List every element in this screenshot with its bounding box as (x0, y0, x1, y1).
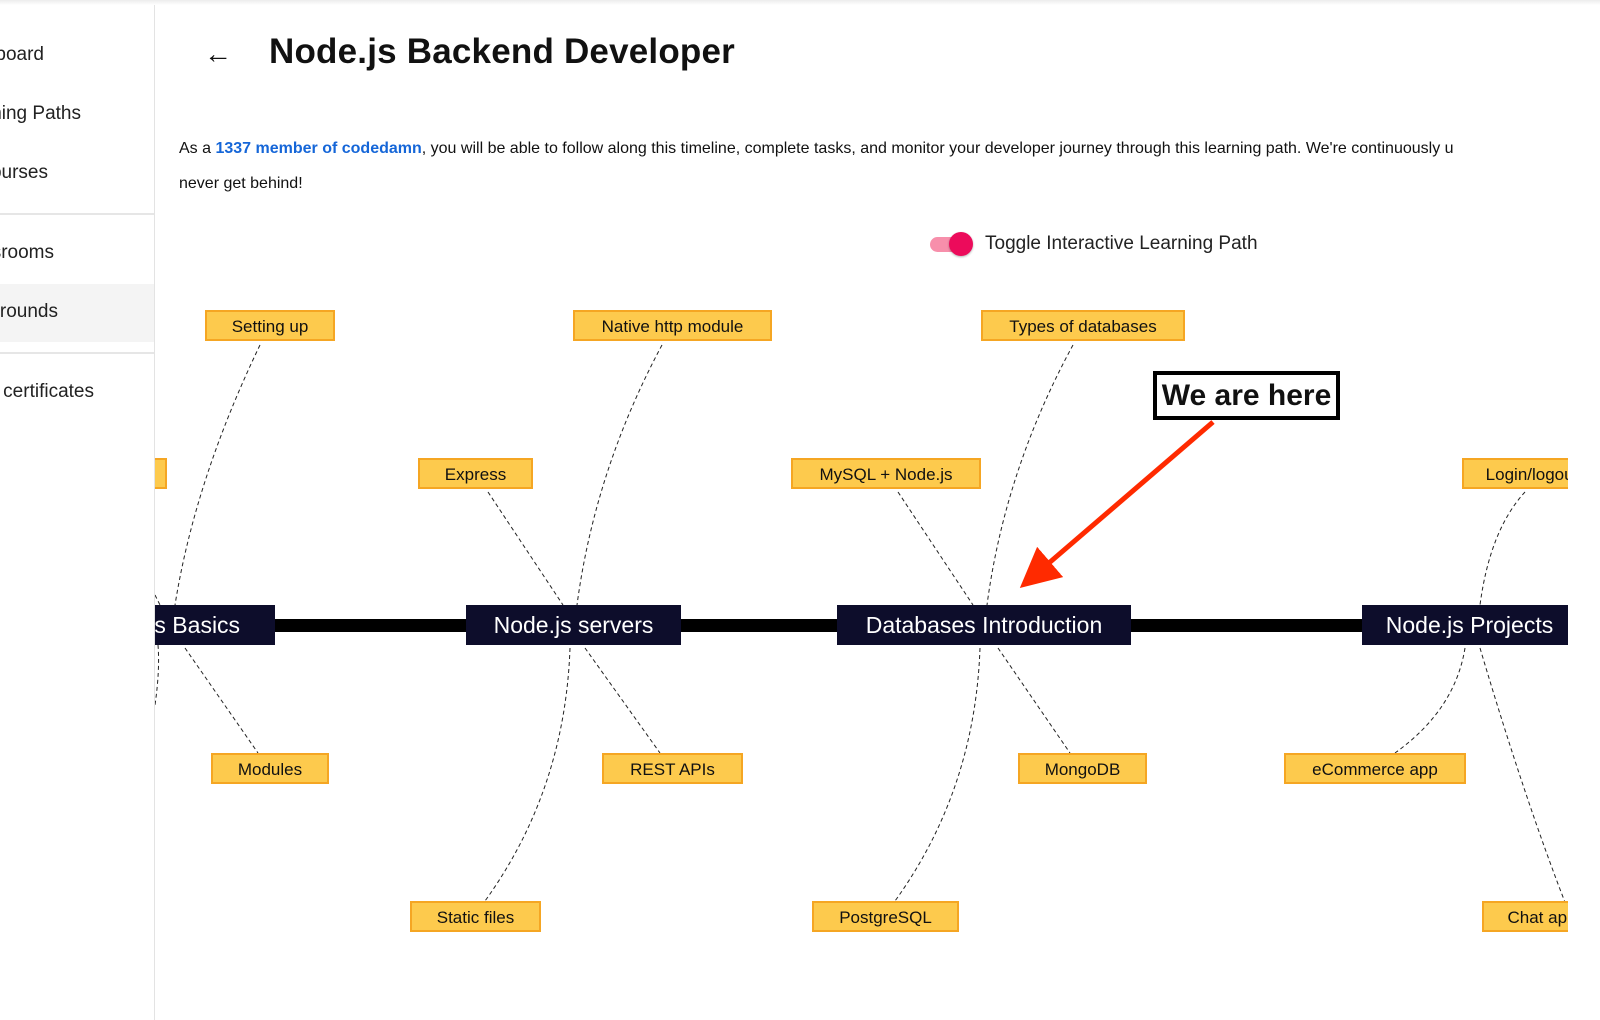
membership-link[interactable]: 1337 member of codedamn (215, 140, 422, 157)
description-text: never get behind! (179, 175, 303, 192)
node-nodejs-projects[interactable]: Node.js Projects (1362, 605, 1568, 645)
connector-line (584, 647, 661, 754)
sidebar-item-dashboard[interactable]: Dashboard (0, 44, 44, 65)
learning-path-diagram: Node.js Basics Node.js servers Databases… (155, 280, 1568, 1020)
connector-line (174, 344, 261, 606)
sidebar: Dashboard Learning Paths Courses Classro… (0, 5, 155, 1020)
topic-mongodb[interactable]: MongoDB (1018, 753, 1147, 784)
top-bar (0, 0, 1600, 5)
topic-mysql-nodejs[interactable]: MySQL + Node.js (791, 458, 981, 489)
topic-clipped[interactable] (155, 458, 167, 489)
connector-line (897, 491, 974, 606)
connector-line (1479, 647, 1568, 911)
connector-line (155, 594, 161, 606)
connector-line (155, 644, 160, 706)
connector-line (1479, 491, 1526, 606)
description-text: As a (179, 140, 216, 157)
topic-express[interactable]: Express (418, 458, 533, 489)
topic-ecommerce-app[interactable]: eCommerce app (1284, 753, 1466, 784)
sidebar-active-highlight (0, 284, 154, 342)
connector-line (894, 647, 981, 902)
connector-line (986, 344, 1074, 606)
topic-setting-up[interactable]: Setting up (205, 310, 335, 341)
topic-modules[interactable]: Modules (211, 753, 329, 784)
connector-line (487, 491, 564, 606)
sidebar-item-learning-paths[interactable]: Learning Paths (0, 103, 81, 124)
node-nodejs-servers[interactable]: Node.js servers (466, 605, 681, 645)
sidebar-item-courses[interactable]: Courses (0, 162, 48, 183)
toggle-knob (949, 232, 973, 256)
sidebar-divider (0, 352, 154, 354)
connector-line (576, 344, 663, 606)
toggle-label: Toggle Interactive Learning Path (985, 233, 1258, 254)
topic-login-logout[interactable]: Login/logout (1462, 458, 1568, 489)
sidebar-item-playgrounds[interactable]: Playgrounds (0, 301, 58, 322)
arrow-left-icon[interactable]: ← (204, 38, 232, 69)
connector-line (1394, 647, 1466, 754)
connector-line (997, 647, 1071, 754)
interactive-path-toggle[interactable] (928, 231, 974, 257)
topic-types-of-databases[interactable]: Types of databases (981, 310, 1185, 341)
sidebar-item-certificates[interactable]: My certificates (0, 381, 94, 402)
topic-rest-apis[interactable]: REST APIs (602, 753, 743, 784)
description: As a 1337 member of codedamn, you will b… (179, 131, 1600, 201)
description-text: , you will be able to follow along this … (421, 140, 1454, 157)
sidebar-divider (0, 213, 154, 215)
we-are-here-label: We are here (1153, 371, 1340, 420)
connector-line (484, 647, 571, 902)
we-are-here-arrow (1019, 420, 1215, 589)
sidebar-item-classrooms[interactable]: Classrooms (0, 242, 54, 263)
topic-native-http-module[interactable]: Native http module (573, 310, 772, 341)
node-nodejs-basics[interactable]: Node.js Basics (155, 605, 275, 645)
topic-static-files[interactable]: Static files (410, 901, 541, 932)
page-title: Node.js Backend Developer (269, 32, 735, 71)
node-databases-introduction[interactable]: Databases Introduction (837, 605, 1131, 645)
connector-line (184, 647, 259, 754)
topic-chat-app[interactable]: Chat app (1482, 901, 1568, 932)
topic-postgresql[interactable]: PostgreSQL (812, 901, 959, 932)
